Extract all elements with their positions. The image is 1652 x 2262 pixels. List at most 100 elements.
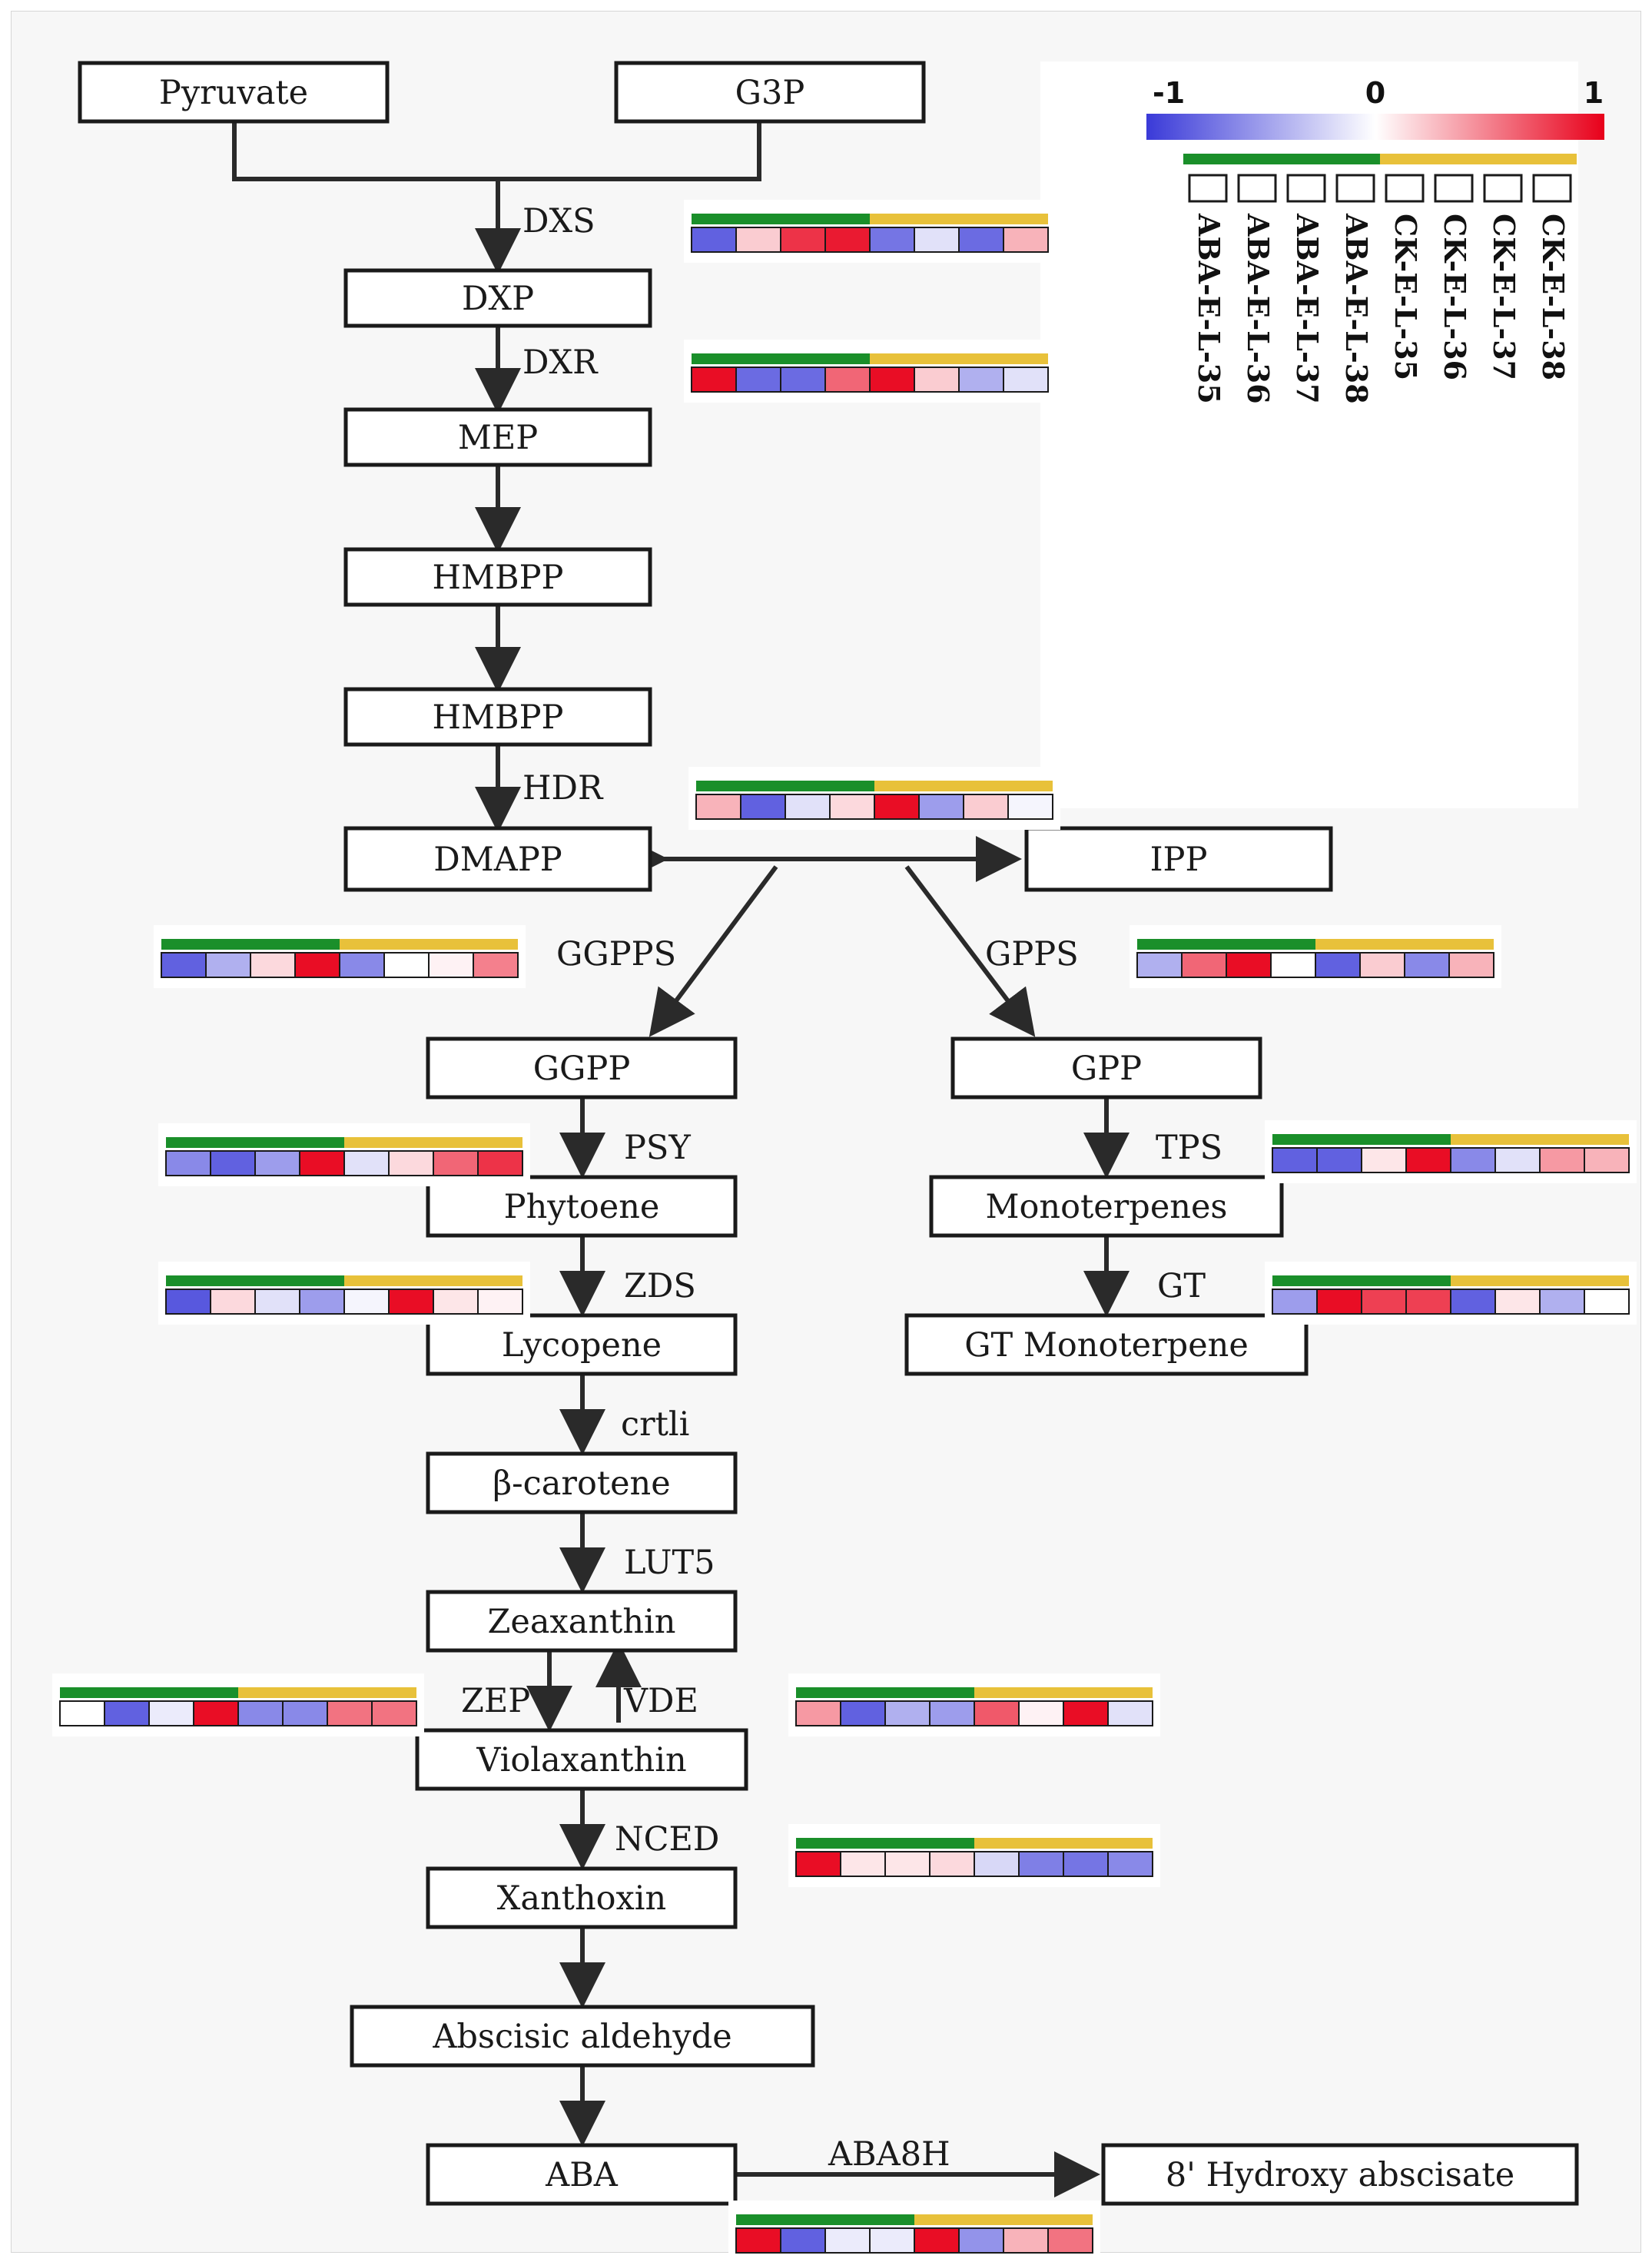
enzyme-label-dxs: DXS bbox=[522, 202, 595, 240]
heatmap-cell bbox=[1539, 1147, 1585, 1173]
node-box bbox=[426, 1036, 738, 1099]
node-dxp: DXP bbox=[343, 268, 652, 328]
node-box bbox=[350, 2005, 815, 2068]
enzyme-label-ggpps: GGPPS bbox=[556, 935, 676, 973]
edge-pyruvate-junction bbox=[232, 121, 761, 181]
color-scale-bar bbox=[1146, 114, 1604, 140]
heatmap-cell bbox=[884, 1700, 930, 1726]
node-box bbox=[343, 268, 652, 328]
node-box bbox=[343, 826, 652, 892]
heatmap-cell bbox=[914, 366, 960, 393]
heatmap-cell bbox=[165, 1289, 211, 1315]
node-label: Pyruvate bbox=[159, 74, 308, 112]
heatmap-cell bbox=[282, 1700, 328, 1726]
heatmap-cell bbox=[388, 1150, 434, 1176]
legend-group-bar-ck bbox=[1380, 154, 1577, 164]
heatmap-cell bbox=[1361, 1147, 1407, 1173]
node-box bbox=[415, 1728, 748, 1791]
heatmap-cell bbox=[780, 2227, 826, 2254]
heatmap-psy bbox=[158, 1123, 530, 1186]
group-bar-ck bbox=[238, 1687, 416, 1698]
node-label: Violaxanthin bbox=[476, 1741, 686, 1779]
node-label: DMAPP bbox=[433, 841, 562, 879]
node-box bbox=[929, 1175, 1284, 1238]
node-label: HMBPP bbox=[433, 698, 564, 737]
heatmap-cell bbox=[1450, 1289, 1496, 1315]
group-bar-aba bbox=[692, 353, 870, 364]
legend-sample-box bbox=[1532, 174, 1572, 203]
heatmap-cell bbox=[1107, 1851, 1153, 1877]
heatmap-cell bbox=[840, 1700, 886, 1726]
heatmap-cell bbox=[1316, 1147, 1362, 1173]
heatmap-gt bbox=[1265, 1262, 1637, 1325]
scale-mid-label: 0 bbox=[1365, 76, 1385, 110]
heatmap-cell bbox=[735, 366, 781, 393]
node-box bbox=[1101, 2143, 1579, 2206]
group-bar-ck bbox=[914, 2214, 1093, 2225]
heatmap-cell bbox=[829, 794, 875, 820]
heatmap-cell bbox=[473, 952, 519, 978]
heatmap-cell bbox=[343, 1289, 390, 1315]
heatmap-zep bbox=[52, 1673, 424, 1736]
node-box bbox=[426, 2143, 738, 2206]
node-zeaxanthin: Zeaxanthin bbox=[426, 1590, 738, 1653]
heatmap-cell bbox=[1181, 952, 1227, 978]
heatmap-cell bbox=[869, 366, 915, 393]
node-label: HMBPP bbox=[433, 559, 564, 597]
legend-sample-box bbox=[1335, 174, 1375, 203]
node-box bbox=[343, 407, 652, 467]
heatmap-cell bbox=[929, 1851, 975, 1877]
heatmap-cell bbox=[148, 1700, 194, 1726]
heatmap-aba8h bbox=[728, 2201, 1100, 2262]
legend-group-bar-aba bbox=[1183, 154, 1380, 164]
heatmap-cell bbox=[1018, 1851, 1064, 1877]
heatmap-cell bbox=[205, 952, 251, 978]
heatmap-cell bbox=[254, 1289, 300, 1315]
legend-sample-label: CK-E-L-38 bbox=[1536, 214, 1571, 380]
legend-sample-box bbox=[1434, 174, 1474, 203]
node-pyruvate: Pyruvate bbox=[78, 61, 390, 124]
enzyme-label-hdr: HDR bbox=[522, 769, 604, 808]
heatmap-cell bbox=[339, 952, 385, 978]
heatmap-cell bbox=[1404, 952, 1450, 978]
group-bar-aba bbox=[692, 214, 870, 224]
node-phytoene: Phytoene bbox=[426, 1175, 738, 1238]
enzyme-label-gpps: GPPS bbox=[985, 935, 1079, 973]
heatmap-cell bbox=[1007, 794, 1053, 820]
enzyme-label-zds: ZDS bbox=[624, 1267, 696, 1305]
heatmap-cell bbox=[735, 2227, 781, 2254]
heatmap-cell bbox=[1136, 952, 1183, 978]
heatmap-cell bbox=[1494, 1147, 1541, 1173]
group-bar-aba bbox=[161, 939, 340, 950]
node-monoterpenes: Monoterpenes bbox=[929, 1175, 1284, 1238]
heatmap-cell bbox=[383, 952, 430, 978]
heatmap-cell bbox=[884, 1851, 930, 1877]
enzyme-label-vde: VDE bbox=[623, 1682, 698, 1720]
legend-sample-label: ABA-E-L-37 bbox=[1290, 213, 1325, 404]
heatmap-cell bbox=[958, 2227, 1004, 2254]
group-bar-ck bbox=[974, 1838, 1153, 1849]
heatmap-gpps bbox=[1130, 925, 1501, 988]
heatmap-cell bbox=[1003, 366, 1049, 393]
group-bar-aba bbox=[736, 2214, 914, 2225]
node-label: Xanthoxin bbox=[497, 1879, 667, 1918]
scale-max-label: 1 bbox=[1584, 76, 1604, 110]
heatmap-hdr bbox=[688, 767, 1060, 830]
node-label: GGPP bbox=[533, 1050, 631, 1088]
heatmap-cell bbox=[327, 1700, 373, 1726]
heatmap-cell bbox=[193, 1700, 239, 1726]
heatmap-tps bbox=[1265, 1120, 1637, 1183]
group-bar-aba bbox=[166, 1275, 344, 1286]
legend-sample-label: CK-E-L-36 bbox=[1438, 214, 1472, 380]
heatmap-cell bbox=[695, 794, 741, 820]
heatmap-cell bbox=[795, 1851, 841, 1877]
heatmap-cell bbox=[59, 1700, 105, 1726]
heatmap-cell bbox=[874, 794, 920, 820]
heatmap-nced bbox=[788, 1824, 1160, 1887]
heatmap-cell bbox=[104, 1700, 150, 1726]
heatmap-cell bbox=[1539, 1289, 1585, 1315]
legend-sample-box bbox=[1188, 174, 1228, 203]
heatmap-cell bbox=[974, 1700, 1020, 1726]
heatmap-cell bbox=[1003, 2227, 1049, 2254]
